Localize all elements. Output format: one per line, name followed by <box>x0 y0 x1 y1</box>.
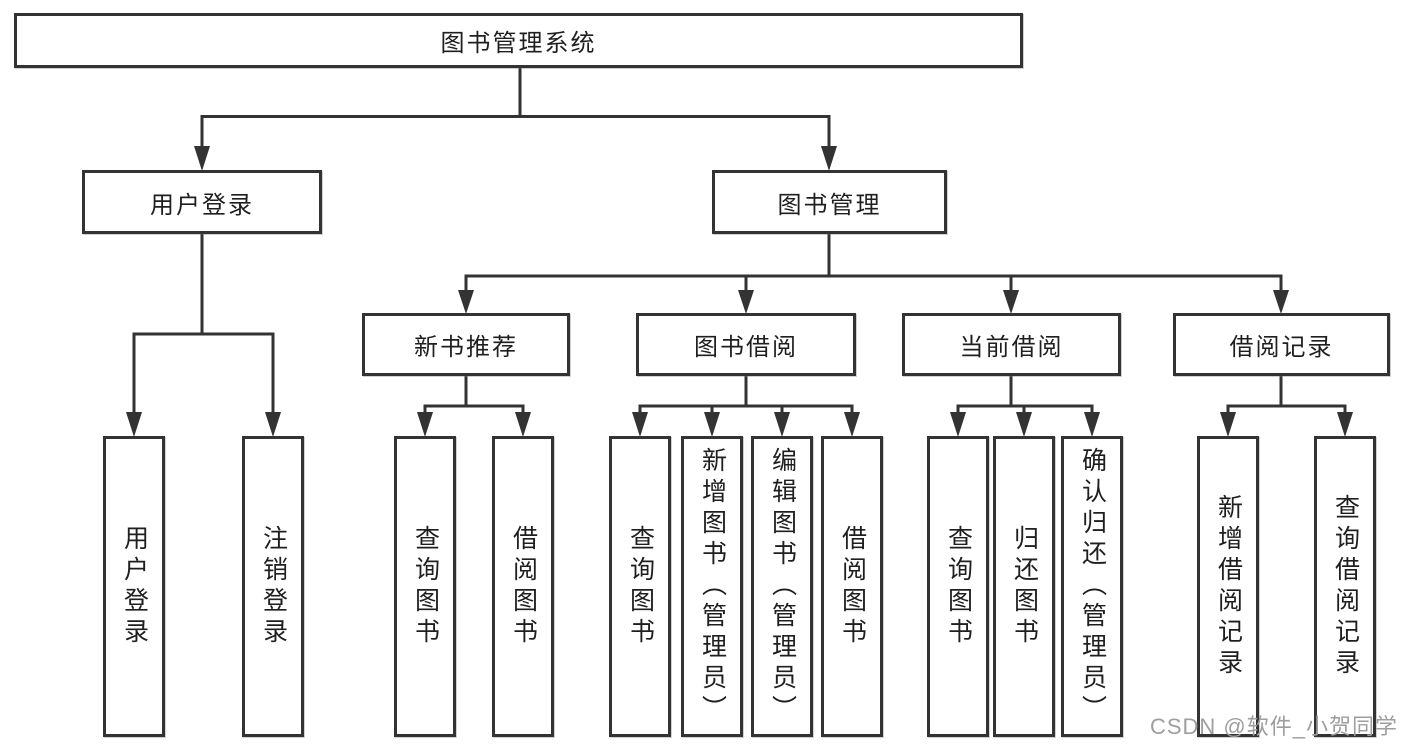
node-book-management-label: 图书管理 <box>777 191 882 219</box>
node-user-login-label: 用户登录 <box>150 191 254 219</box>
node-book-management: 图书管理 <box>712 170 947 234</box>
leaf-query-books-recommend-label: 查询图书 <box>411 524 440 649</box>
leaf-add-borrow-record-label: 新增借阅记录 <box>1214 493 1243 680</box>
node-current-borrow: 当前借阅 <box>902 313 1121 376</box>
node-new-book-recommend-label: 新书推荐 <box>414 334 518 361</box>
leaf-add-books-admin: 新增图书（管理员） <box>681 436 743 737</box>
leaf-query-books-borrow-label: 查询图书 <box>626 524 655 649</box>
node-new-book-recommend: 新书推荐 <box>362 313 570 376</box>
watermark-text: CSDN @软件_小贺同学 <box>1149 714 1398 739</box>
node-book-borrow-label: 图书借阅 <box>694 334 798 361</box>
leaf-query-books-current-label: 查询图书 <box>944 524 973 649</box>
leaf-query-books-borrow: 查询图书 <box>609 436 671 737</box>
leaf-confirm-return-admin-label: 确认归还（管理员） <box>1078 447 1107 726</box>
leaf-query-books-current: 查询图书 <box>927 436 989 737</box>
leaf-confirm-return-admin: 确认归还（管理员） <box>1061 436 1123 737</box>
leaf-query-borrow-record: 查询借阅记录 <box>1314 436 1376 737</box>
node-book-borrow: 图书借阅 <box>636 313 856 376</box>
leaf-add-borrow-record: 新增借阅记录 <box>1197 436 1259 737</box>
node-current-borrow-label: 当前借阅 <box>959 334 1064 361</box>
leaf-edit-books-admin-label: 编辑图书（管理员） <box>768 447 797 726</box>
leaf-add-books-admin-label: 新增图书（管理员） <box>698 447 727 726</box>
leaf-borrow-books: 借阅图书 <box>821 436 883 737</box>
leaf-logout: 注销登录 <box>242 436 304 737</box>
leaf-user-login-label: 用户登录 <box>120 524 149 649</box>
node-borrow-records: 借阅记录 <box>1173 313 1390 376</box>
leaf-return-books: 归还图书 <box>993 436 1055 737</box>
leaf-borrow-books-recommend: 借阅图书 <box>492 436 554 737</box>
leaf-user-login: 用户登录 <box>103 436 165 737</box>
leaf-return-books-label: 归还图书 <box>1010 524 1039 649</box>
leaf-logout-label: 注销登录 <box>259 524 288 649</box>
leaf-query-books-recommend: 查询图书 <box>394 436 456 737</box>
node-borrow-records-label: 借阅记录 <box>1229 334 1334 361</box>
node-user-login: 用户登录 <box>82 170 322 234</box>
leaf-borrow-books-recommend-label: 借阅图书 <box>509 524 538 649</box>
leaf-query-borrow-record-label: 查询借阅记录 <box>1331 493 1360 680</box>
node-root-label: 图书管理系统 <box>440 30 597 57</box>
node-root: 图书管理系统 <box>14 13 1023 68</box>
arrowheads <box>126 146 1353 437</box>
leaf-borrow-books-label: 借阅图书 <box>838 524 867 649</box>
leaf-edit-books-admin: 编辑图书（管理员） <box>751 436 813 737</box>
